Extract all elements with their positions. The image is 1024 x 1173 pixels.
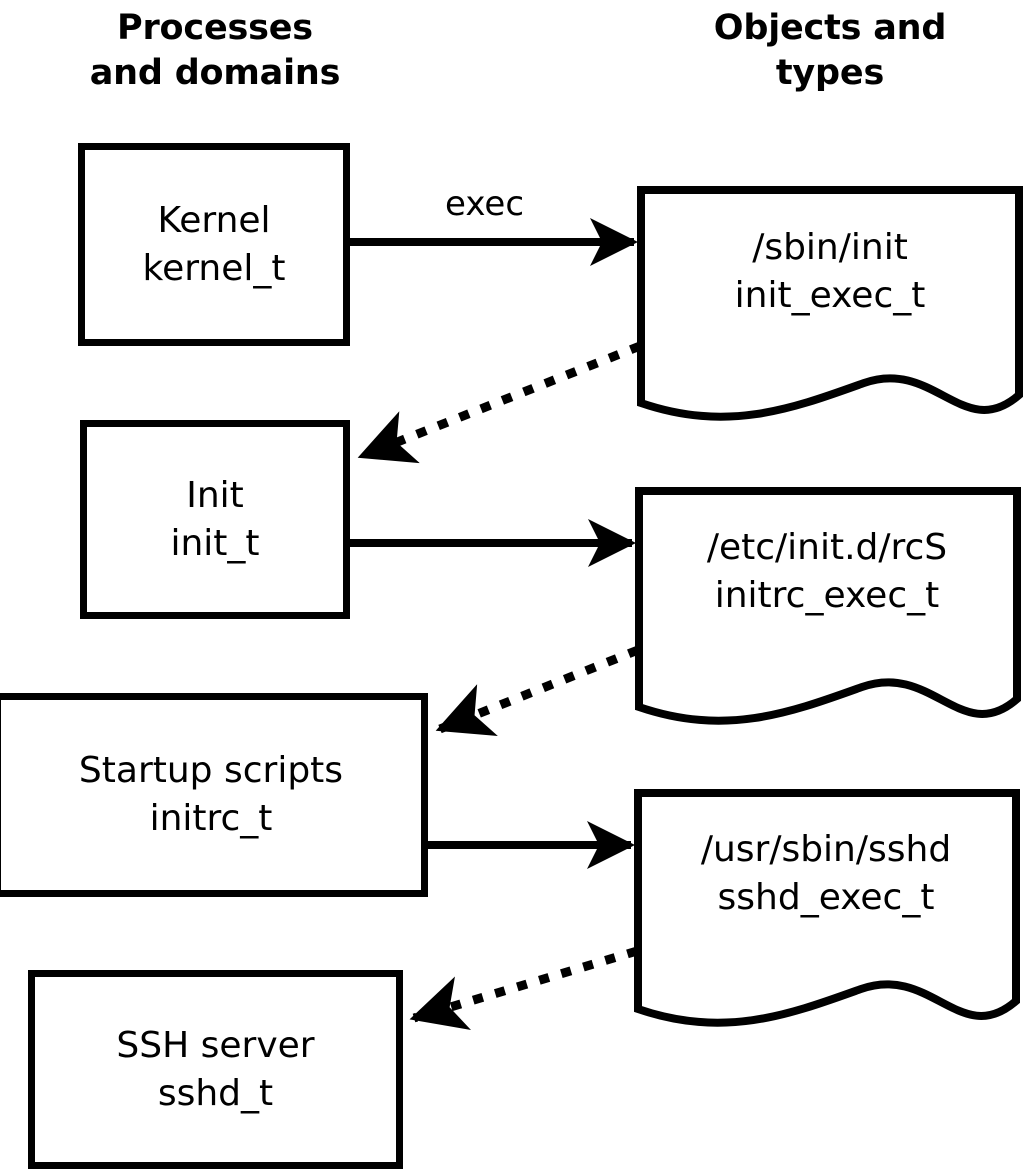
process-node-sshd-type: sshd_t [157, 1072, 274, 1114]
document-shape-outline [635, 487, 1021, 725]
process-node-sshd[interactable]: SSH server sshd_t [28, 970, 403, 1169]
edge-transition-sshd-exec-to-sshd [409, 946, 639, 1031]
column-header-objects: Objects and types [630, 6, 1024, 96]
edge-transition-init-exec-to-init [357, 341, 642, 464]
object-node-sshd-exec[interactable] [631, 786, 1023, 1038]
process-node-kernel[interactable]: Kernel kernel_t [78, 143, 350, 346]
column-header-processes-line2: and domains [89, 52, 341, 93]
process-node-initrc[interactable]: Startup scripts initrc_t [0, 693, 428, 897]
process-node-initrc-type: initrc_t [149, 798, 273, 839]
edge-label-exec-text: exec [445, 184, 525, 224]
document-shape-outline [634, 789, 1020, 1027]
process-node-init[interactable]: Init init_t [80, 420, 350, 619]
process-node-init-name: Init [186, 474, 244, 516]
object-node-init-exec[interactable] [634, 183, 1024, 431]
process-node-kernel-name: Kernel [157, 199, 271, 241]
column-header-objects-line2: types [775, 52, 885, 93]
process-node-init-type: init_t [170, 522, 260, 564]
process-node-initrc-name: Startup scripts [78, 750, 344, 792]
column-header-processes: Processes and domains [20, 6, 410, 96]
edge-label-exec: exec [445, 184, 524, 224]
document-shape-outline [637, 186, 1023, 421]
column-header-processes-line1: Processes [117, 8, 313, 48]
process-node-kernel-type: kernel_t [142, 247, 286, 289]
column-header-objects-line1: Objects and [713, 8, 947, 48]
object-node-initrc-exec[interactable] [632, 484, 1024, 736]
process-node-sshd-name: SSH server [116, 1024, 315, 1066]
edge-transition-initrc-exec-to-initrc [435, 645, 640, 736]
